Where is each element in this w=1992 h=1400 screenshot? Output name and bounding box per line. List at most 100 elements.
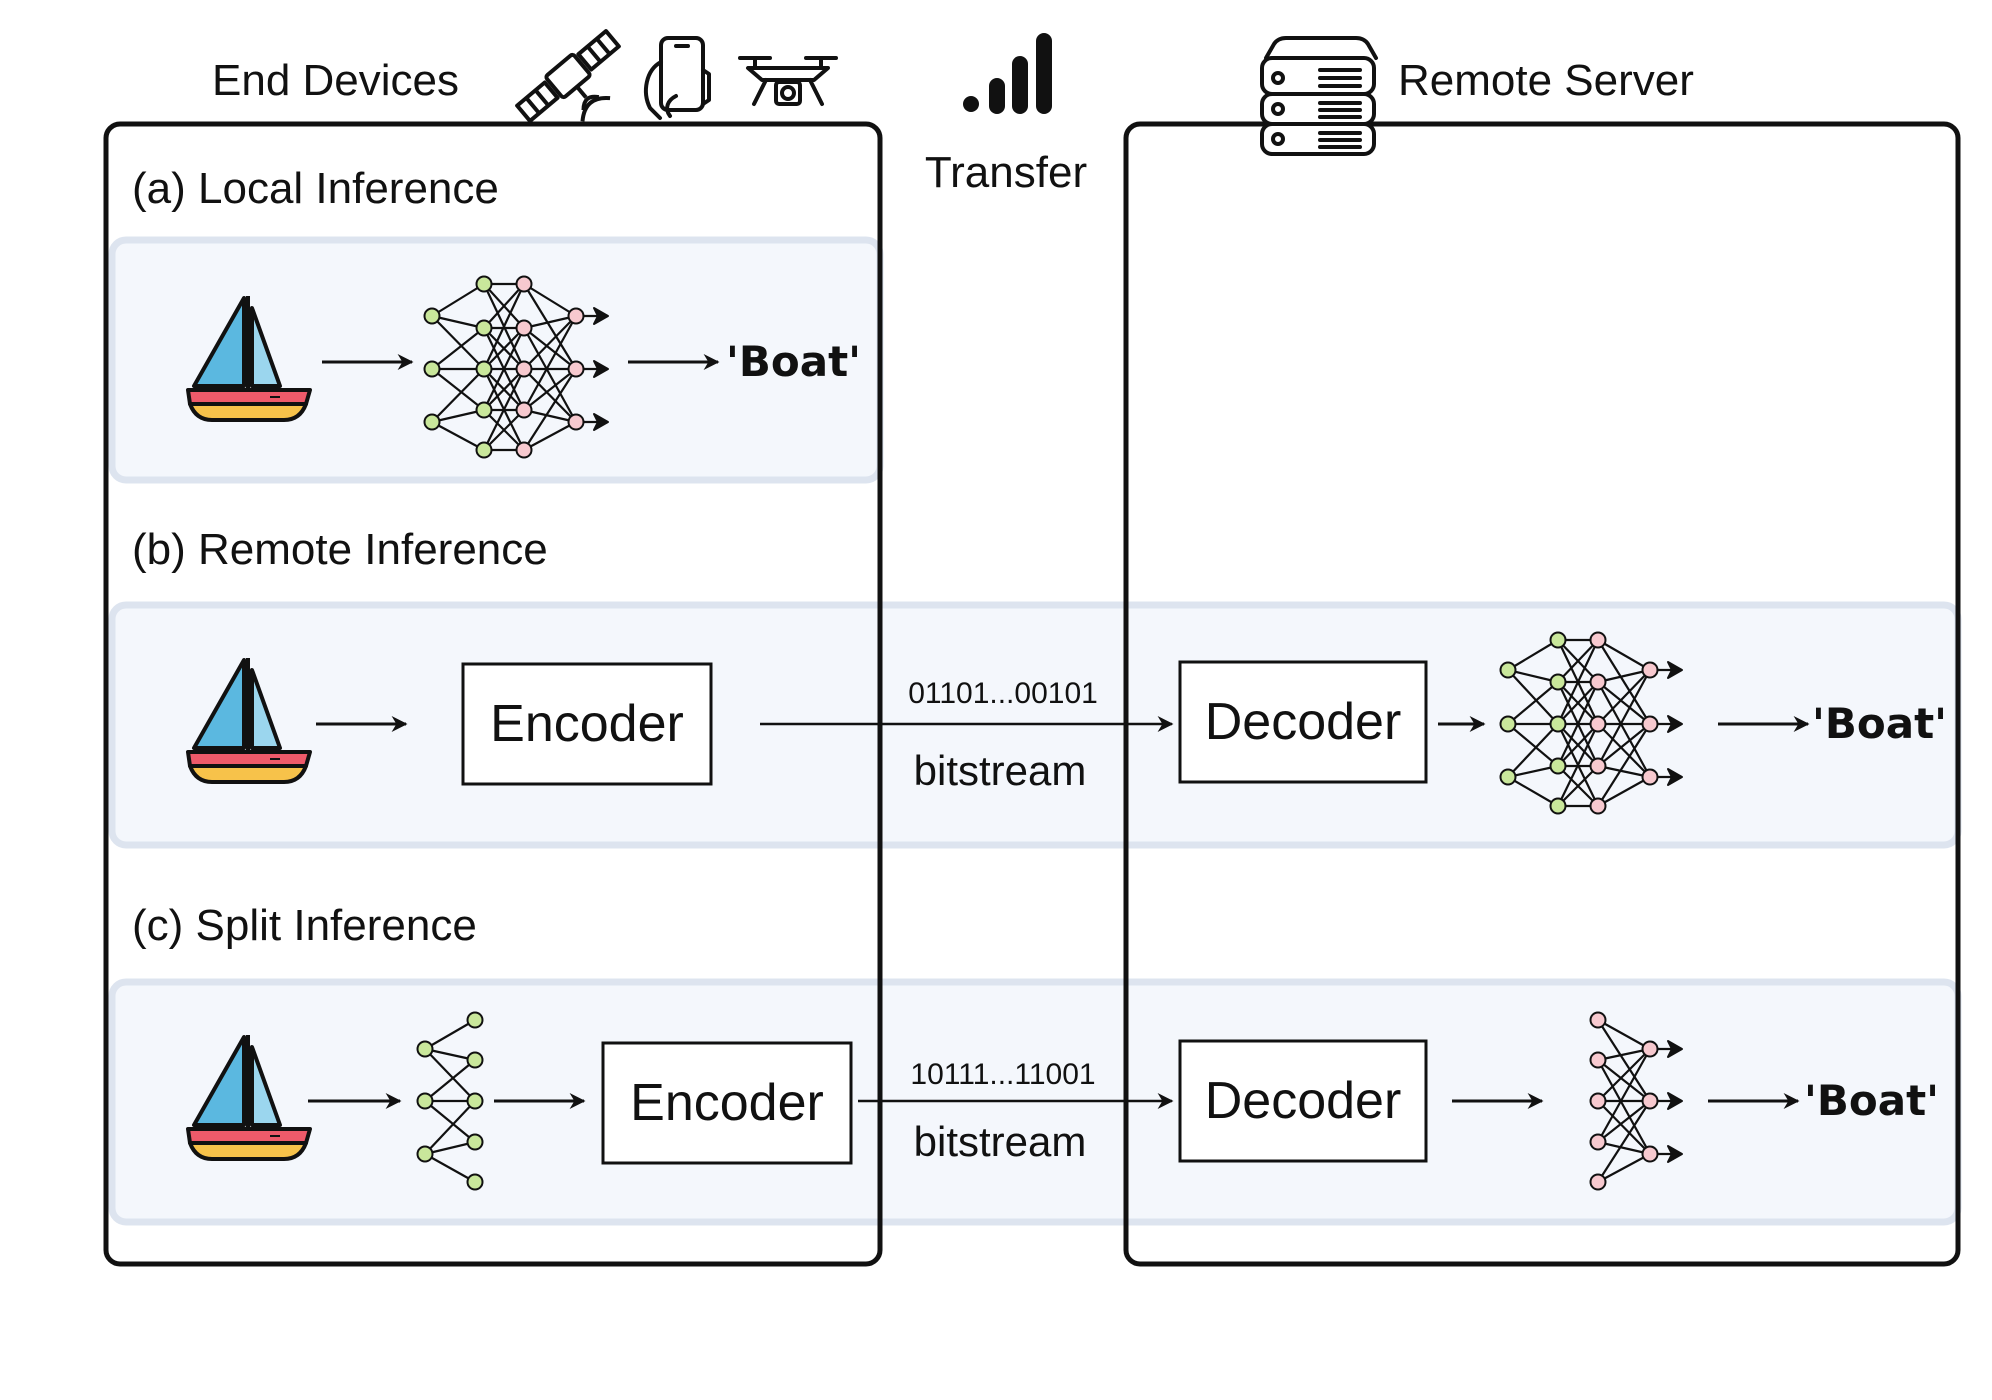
nn-edge xyxy=(1597,1019,1651,1050)
nn-node xyxy=(567,360,585,378)
nn-edge xyxy=(523,314,577,330)
nn-node xyxy=(1589,631,1607,649)
nn-node xyxy=(416,1145,434,1163)
nn-edge xyxy=(1597,1047,1651,1062)
nn-edge xyxy=(431,327,485,370)
nn-node xyxy=(423,307,441,325)
nn-node xyxy=(1589,1051,1607,1069)
nn-edge xyxy=(1557,723,1599,767)
nn-edge xyxy=(1557,639,1599,683)
nn-node xyxy=(475,319,493,337)
sailboat-icon xyxy=(186,658,312,784)
nn-edge xyxy=(431,315,485,370)
nn-edge xyxy=(523,283,577,370)
nn-edge xyxy=(523,368,577,423)
nn-edge xyxy=(1597,681,1651,725)
nn-edge xyxy=(1597,764,1651,779)
nn-node xyxy=(416,1040,434,1058)
local-output-label: 'Boat' xyxy=(726,337,861,386)
output-arrowhead xyxy=(593,413,609,431)
split-bits-label: 10111...11001 xyxy=(910,1058,1095,1091)
nn-edge xyxy=(483,327,525,370)
remote-inference-title: (b) Remote Inference xyxy=(132,525,548,574)
neural-network-head-icon xyxy=(416,1011,484,1191)
nn-edge xyxy=(523,368,577,451)
nn-edge xyxy=(424,1100,476,1155)
nn-edge xyxy=(1597,1048,1651,1143)
nn-edge xyxy=(483,368,525,411)
nn-edge xyxy=(483,327,525,411)
remote-decoder-label: Decoder xyxy=(1205,693,1402,751)
nn-edge xyxy=(431,283,485,317)
nn-node xyxy=(466,1011,484,1029)
split-output-label: 'Boat' xyxy=(1804,1076,1939,1125)
nn-edge xyxy=(1597,669,1651,725)
nn-edge xyxy=(431,368,485,411)
nn-edge xyxy=(1557,765,1599,807)
signal-bars-icon xyxy=(963,33,1052,114)
nn-edge xyxy=(523,283,577,317)
nn-node xyxy=(466,1092,484,1110)
server-icon xyxy=(1260,36,1378,156)
nn-edge xyxy=(1597,1059,1651,1155)
split-encoder-box xyxy=(601,1041,853,1165)
nn-node xyxy=(1641,768,1659,786)
nn-edge xyxy=(431,314,485,330)
nn-edge xyxy=(523,408,577,424)
output-arrowhead xyxy=(593,360,609,378)
split-inference-title: (c) Split Inference xyxy=(132,901,477,950)
nn-node xyxy=(1589,1173,1607,1191)
remote-encoder-box xyxy=(461,662,713,786)
nn-edge xyxy=(1597,723,1651,767)
remote-bitstream-label: bitstream xyxy=(914,747,1087,794)
nn-node xyxy=(416,1092,434,1110)
nn-node xyxy=(1499,661,1517,679)
nn-edge xyxy=(1507,764,1559,779)
transfer-label: Transfer xyxy=(925,148,1087,197)
nn-edge xyxy=(1597,723,1651,778)
remote-bits-label: 01101...00101 xyxy=(908,677,1098,710)
nn-edge xyxy=(424,1059,476,1102)
nn-node xyxy=(1549,757,1567,775)
nn-edge xyxy=(1507,668,1559,684)
nn-node xyxy=(475,360,493,378)
smartphone-icon xyxy=(644,36,711,120)
nn-node xyxy=(1549,715,1567,733)
nn-edge xyxy=(523,315,577,411)
nn-edge xyxy=(1557,639,1599,725)
nn-edge xyxy=(1597,669,1651,767)
nn-edge xyxy=(483,283,525,329)
remote-decoder-box xyxy=(1178,660,1428,784)
nn-node xyxy=(475,401,493,419)
nn-edge xyxy=(483,409,525,451)
nn-node xyxy=(1641,661,1659,679)
nn-edge xyxy=(1507,639,1559,671)
nn-node xyxy=(1499,715,1517,733)
nn-node xyxy=(1589,1092,1607,1110)
output-arrowhead xyxy=(1667,1145,1683,1163)
nn-edge xyxy=(431,421,485,451)
nn-node xyxy=(515,401,533,419)
nn-edge xyxy=(1507,681,1559,725)
nn-edge xyxy=(1507,723,1559,778)
nn-node xyxy=(1641,715,1659,733)
nn-edge xyxy=(424,1048,476,1102)
nn-edge xyxy=(523,315,577,370)
nn-node xyxy=(1641,1040,1659,1058)
remote-encoder-label: Encoder xyxy=(490,695,684,753)
nn-edge xyxy=(1507,669,1559,725)
nn-node xyxy=(567,307,585,325)
nn-edge xyxy=(523,327,577,423)
nn-node xyxy=(1549,673,1567,691)
output-arrowhead xyxy=(1667,1040,1683,1058)
nn-node xyxy=(1589,1011,1607,1029)
nn-node xyxy=(466,1133,484,1151)
nn-edge xyxy=(483,283,525,370)
local-inference-title: (a) Local Inference xyxy=(132,164,499,213)
output-arrowhead xyxy=(1667,661,1683,679)
nn-edge xyxy=(424,1019,476,1050)
remote-server-label: Remote Server xyxy=(1398,56,1694,105)
nn-edge xyxy=(431,368,485,423)
nn-edge xyxy=(1597,639,1651,671)
